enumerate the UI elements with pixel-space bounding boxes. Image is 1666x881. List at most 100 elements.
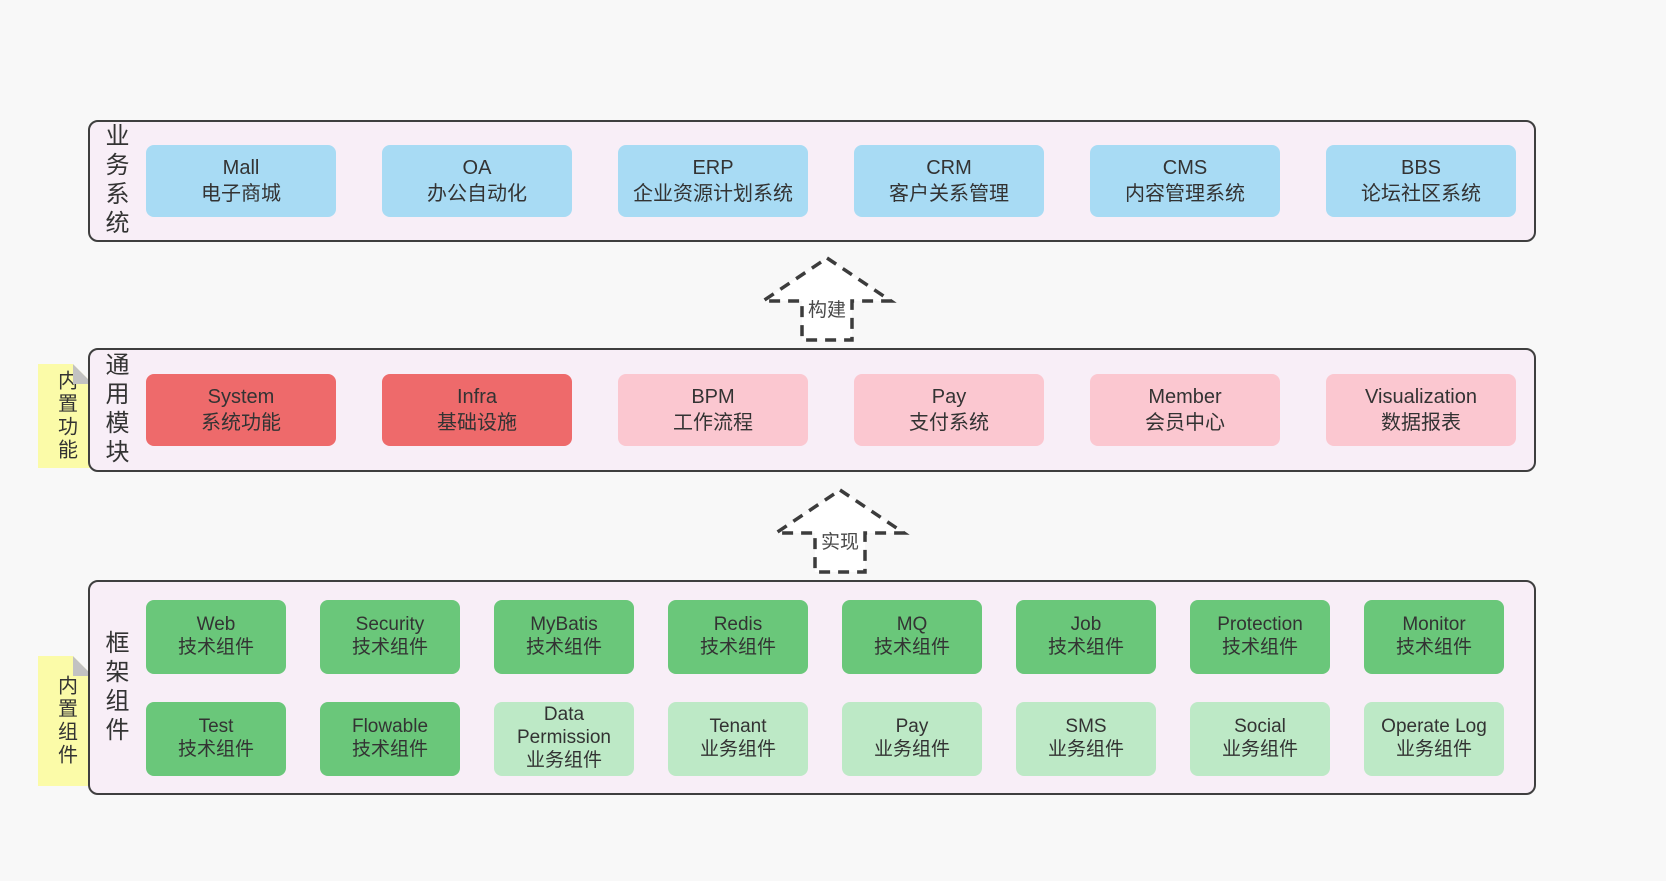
box-mall: Mall 电子商城	[146, 145, 336, 217]
box-title: Pay	[931, 386, 967, 408]
box-title: BPM	[691, 386, 735, 408]
box-title: Visualization	[1365, 386, 1477, 408]
box-subtitle: 内容管理系统	[1125, 183, 1245, 205]
box-subtitle: 技术组件	[699, 636, 776, 658]
box-subtitle: 技术组件	[351, 738, 428, 760]
box-mybatis: MyBatis 技术组件	[494, 599, 634, 674]
box-title: ERP	[692, 157, 734, 179]
box-system: System 系统功能	[146, 374, 336, 446]
box-subtitle: 数据报表	[1381, 412, 1461, 434]
box-visualization: Visualization 数据报表	[1326, 374, 1516, 446]
box-protection: Protection 技术组件	[1190, 599, 1330, 674]
box-subtitle: 业务组件	[1395, 738, 1472, 760]
box-title: CMS	[1162, 157, 1208, 179]
box-subtitle: 业务组件	[873, 738, 950, 760]
box-subtitle: 业务组件	[699, 738, 776, 760]
box-bbs: BBS 论坛社区系统	[1326, 145, 1516, 217]
box-title: Infra	[456, 386, 498, 408]
box-flowable: Flowable 技术组件	[320, 701, 460, 776]
business-rows: Mall 电子商城 OA 办公自动化 ERP 企业资源计划系统 CRM 客户关系…	[126, 145, 1534, 217]
box-erp: ERP 企业资源计划系统	[618, 145, 808, 217]
box-member: Member 会员中心	[1090, 374, 1280, 446]
box-title: SMS	[1065, 715, 1107, 737]
box-data-permission: Data Permission 业务组件	[494, 701, 634, 776]
box-subtitle: 业务组件	[1221, 738, 1298, 760]
box-subtitle: 技术组件	[1047, 636, 1124, 658]
box-title: Member	[1148, 386, 1222, 408]
box-subtitle: 业务组件	[1047, 738, 1124, 760]
box-subtitle: 办公自动化	[427, 183, 527, 205]
box-crm: CRM 客户关系管理	[854, 145, 1044, 217]
box-subtitle: 工作流程	[673, 412, 753, 434]
box-title: OA	[462, 157, 492, 179]
box-title: Monitor	[1402, 613, 1466, 635]
box-title: System	[207, 386, 275, 408]
box-pay-biz: Pay 业务组件	[842, 701, 982, 776]
layer-label-components: 框架组件	[101, 629, 128, 746]
component-rows: Web 技术组件 Security 技术组件 MyBatis 技术组件 Redi…	[126, 599, 1534, 776]
box-subtitle: 客户关系管理	[889, 183, 1009, 205]
layer-label-business: 业务系统	[101, 123, 128, 239]
box-subtitle: 企业资源计划系统	[633, 183, 793, 205]
box-subtitle: 基础设施	[437, 412, 517, 434]
box-title: Tenant	[709, 715, 767, 737]
box-subtitle: 技术组件	[177, 738, 254, 760]
box-title: MQ	[896, 613, 928, 635]
layer-framework-components: 框架组件 Web 技术组件 Security 技术组件 MyBatis 技术组件…	[88, 580, 1536, 795]
sticky-note-builtin-features: 内置功能	[38, 364, 93, 468]
sticky-note-text: 内置组件	[54, 675, 77, 767]
layer-common-modules: 通用模块 System 系统功能 Infra 基础设施 BPM 工作流程 Pay…	[88, 348, 1536, 472]
box-subtitle: 技术组件	[351, 636, 428, 658]
box-title: MyBatis	[530, 613, 598, 635]
box-title: CRM	[926, 157, 972, 179]
box-subtitle: 论坛社区系统	[1361, 183, 1481, 205]
box-title: Security	[355, 613, 425, 635]
box-title: Web	[196, 613, 236, 635]
arrow-build: 构建	[757, 255, 897, 343]
box-subtitle: 支付系统	[909, 412, 989, 434]
box-subtitle: 技术组件	[873, 636, 950, 658]
box-subtitle: 技术组件	[1395, 636, 1472, 658]
box-title: Protection	[1217, 613, 1303, 635]
box-subtitle: 会员中心	[1145, 412, 1225, 434]
arrow-implement-label: 实现	[818, 527, 862, 554]
box-subtitle: 业务组件	[525, 749, 602, 771]
box-title: Pay	[895, 715, 929, 737]
box-job: Job 技术组件	[1016, 599, 1156, 674]
box-web: Web 技术组件	[146, 599, 286, 674]
box-pay-system: Pay 支付系统	[854, 374, 1044, 446]
arrow-build-label: 构建	[805, 295, 849, 322]
box-tenant: Tenant 业务组件	[668, 701, 808, 776]
box-mq: MQ 技术组件	[842, 599, 982, 674]
box-title: Data Permission	[517, 704, 611, 749]
box-infra: Infra 基础设施	[382, 374, 572, 446]
box-test: Test 技术组件	[146, 701, 286, 776]
module-rows: System 系统功能 Infra 基础设施 BPM 工作流程 Pay 支付系统…	[126, 374, 1534, 446]
layer-label-modules: 通用模块	[101, 352, 128, 468]
layer-business-systems: 业务系统 Mall 电子商城 OA 办公自动化 ERP 企业资源计划系统 CRM…	[88, 120, 1536, 242]
box-sms: SMS 业务组件	[1016, 701, 1156, 776]
box-subtitle: 系统功能	[201, 412, 281, 434]
box-monitor: Monitor 技术组件	[1364, 599, 1504, 674]
sticky-note-text: 内置功能	[54, 370, 77, 462]
box-title: BBS	[1400, 157, 1442, 179]
arrow-implement: 实现	[770, 487, 910, 575]
box-title: Redis	[713, 613, 763, 635]
box-subtitle: 技术组件	[177, 636, 254, 658]
box-subtitle: 技术组件	[525, 636, 602, 658]
box-title: Social	[1234, 715, 1286, 737]
component-box-row-1: Web 技术组件 Security 技术组件 MyBatis 技术组件 Redi…	[126, 599, 1534, 674]
business-box-row: Mall 电子商城 OA 办公自动化 ERP 企业资源计划系统 CRM 客户关系…	[126, 145, 1534, 217]
box-subtitle: 电子商城	[201, 183, 281, 205]
box-title: Test	[198, 715, 234, 737]
box-security: Security 技术组件	[320, 599, 460, 674]
box-title: Job	[1070, 613, 1102, 635]
box-title: Operate Log	[1381, 715, 1487, 737]
box-oa: OA 办公自动化	[382, 145, 572, 217]
sticky-note-builtin-components: 内置组件	[38, 656, 93, 786]
component-box-row-2: Test 技术组件 Flowable 技术组件 Data Permission …	[126, 701, 1534, 776]
box-operate-log: Operate Log 业务组件	[1364, 701, 1504, 776]
box-bpm: BPM 工作流程	[618, 374, 808, 446]
box-cms: CMS 内容管理系统	[1090, 145, 1280, 217]
